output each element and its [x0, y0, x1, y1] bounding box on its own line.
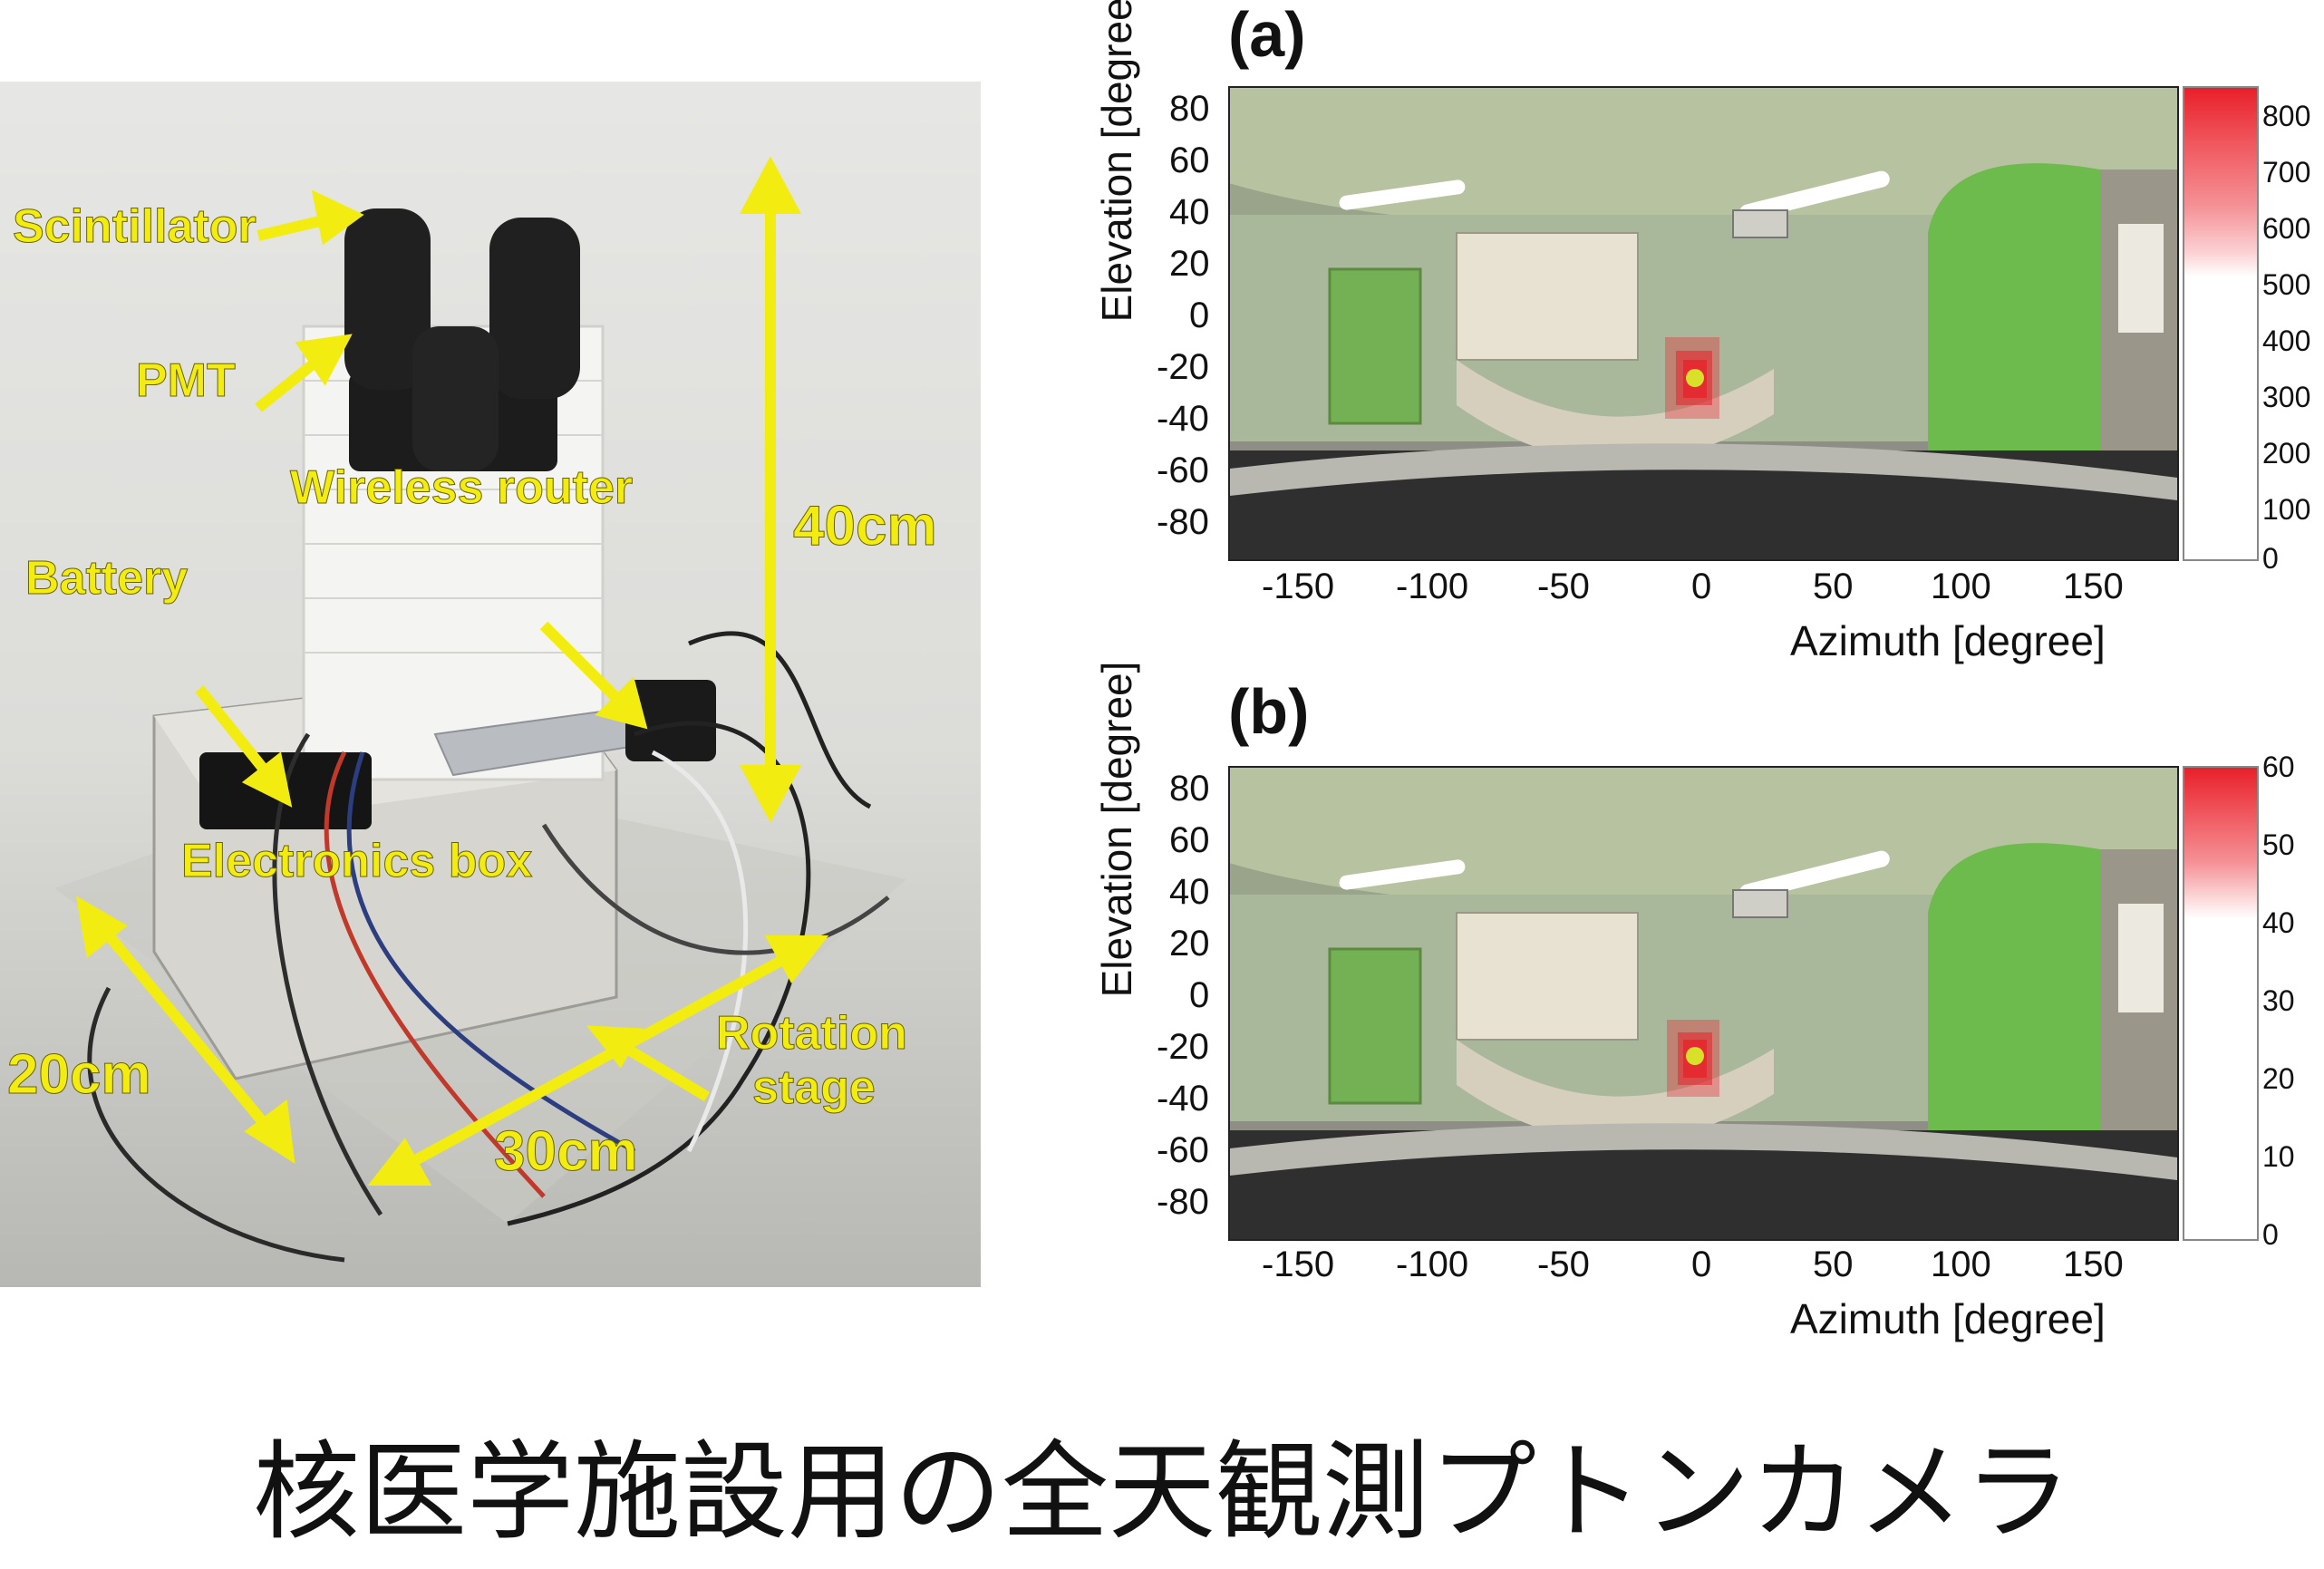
device-photo: Scintillator PMT Wireless router Battery…	[0, 82, 981, 1287]
panel-b-xtick: 100	[1931, 1245, 1991, 1284]
panel-a-xtick: 0	[1691, 567, 1712, 606]
panel-a-xtick: -150	[1262, 567, 1335, 606]
label-scintillator: Scintillator	[13, 200, 257, 254]
panel-b-ctick: 30	[2262, 984, 2295, 1017]
panel-a-ytick: -20	[1157, 347, 1209, 387]
panel-a-hotspot	[1665, 337, 1719, 419]
panel-b-letter: (b)	[1228, 676, 1310, 747]
panel-b-ctick: 40	[2262, 906, 2295, 939]
panel-a-room-illustration	[1230, 88, 2177, 559]
panel-b-colorbar	[2183, 766, 2259, 1241]
panel-a-ytick: -80	[1157, 502, 1209, 542]
panel-a-ctick: 0	[2262, 542, 2279, 575]
label-height-40cm: 40cm	[793, 495, 938, 558]
label-pmt: PMT	[136, 354, 237, 408]
panel-a-xtick: 150	[2063, 567, 2124, 606]
panel-b-xtick: 0	[1691, 1245, 1712, 1284]
panel-b-xtick: 150	[2063, 1245, 2124, 1284]
panel-a-ctick: 600	[2262, 212, 2311, 245]
panel-b-ytick: -60	[1157, 1130, 1209, 1170]
panel-b-ytick: 0	[1189, 975, 1210, 1015]
panel-a-xtick: -100	[1396, 567, 1469, 606]
panel-a-ctick: 500	[2262, 268, 2311, 301]
panel-b-panorama	[1228, 766, 2179, 1241]
panel-a-xtick: 100	[1931, 567, 1991, 606]
panel-b-ytick: 60	[1169, 820, 1210, 860]
panel-b-ctick: 50	[2262, 828, 2295, 861]
panel-b-hotspot	[1667, 1020, 1719, 1097]
panel-a-ytick: 40	[1169, 192, 1210, 232]
panel-b-ytick: -20	[1157, 1027, 1209, 1067]
panel-a-ctick: 700	[2262, 156, 2311, 189]
panel-a-panorama	[1228, 86, 2179, 561]
panel-b-xlabel: Azimuth [degree]	[1790, 1295, 2106, 1342]
panel-a-ctick: 100	[2262, 493, 2311, 526]
panel-a-ctick: 300	[2262, 381, 2311, 413]
label-stage: stage	[752, 1061, 876, 1115]
panel-b-ytick: 80	[1169, 769, 1210, 809]
label-width-30cm: 30cm	[494, 1120, 639, 1184]
panel-a-ctick: 800	[2262, 100, 2311, 132]
panel-b-ytick: -80	[1157, 1182, 1209, 1222]
panel-a-letter: (a)	[1228, 0, 1306, 70]
label-depth-20cm: 20cm	[7, 1043, 152, 1107]
panel-a-xtick: 50	[1813, 567, 1854, 606]
panel-a-ytick: 20	[1169, 244, 1210, 284]
panel-a-ytick: 60	[1169, 140, 1210, 180]
panel-b-ctick: 20	[2262, 1062, 2295, 1095]
panel-a-ctick: 400	[2262, 324, 2311, 357]
panel-b-ytick: 20	[1169, 924, 1210, 964]
panel-b-ytick: -40	[1157, 1079, 1209, 1119]
panel-a-ytick: 0	[1189, 295, 1210, 335]
device-illustration	[54, 156, 906, 1263]
panel-a-ctick: 200	[2262, 437, 2311, 470]
panel-b-ctick: 10	[2262, 1140, 2295, 1173]
panel-b-room-illustration	[1230, 768, 2177, 1239]
panel-a-ytick: -60	[1157, 450, 1209, 490]
panel-a-ytick: 80	[1169, 89, 1210, 129]
panel-b-ylabel: Elevation [degree]	[1093, 661, 1140, 998]
panel-a-xlabel: Azimuth [degree]	[1790, 617, 2106, 664]
panel-b-ytick: 40	[1169, 872, 1210, 912]
panel-a-colorbar	[2183, 86, 2259, 561]
panel-b-xtick: 50	[1813, 1245, 1854, 1284]
label-battery: Battery	[24, 552, 189, 605]
panel-b-xtick: -50	[1537, 1245, 1590, 1284]
panel-b-ctick: 60	[2262, 751, 2295, 783]
panel-a-ylabel: Elevation [degree]	[1093, 0, 1140, 323]
panel-a-xtick: -50	[1537, 567, 1590, 606]
label-wireless-router: Wireless router	[289, 461, 634, 515]
figure-caption: 核医学施設用の全天観測プトンカメラ	[252, 1429, 2071, 1554]
panel-b-xtick: -150	[1262, 1245, 1335, 1284]
label-electronics-box: Electronics box	[180, 835, 533, 888]
panel-b-ctick: 0	[2262, 1218, 2279, 1251]
panel-a-ytick: -40	[1157, 399, 1209, 439]
panel-b-xtick: -100	[1396, 1245, 1469, 1284]
label-rotation: Rotation	[716, 1007, 908, 1061]
